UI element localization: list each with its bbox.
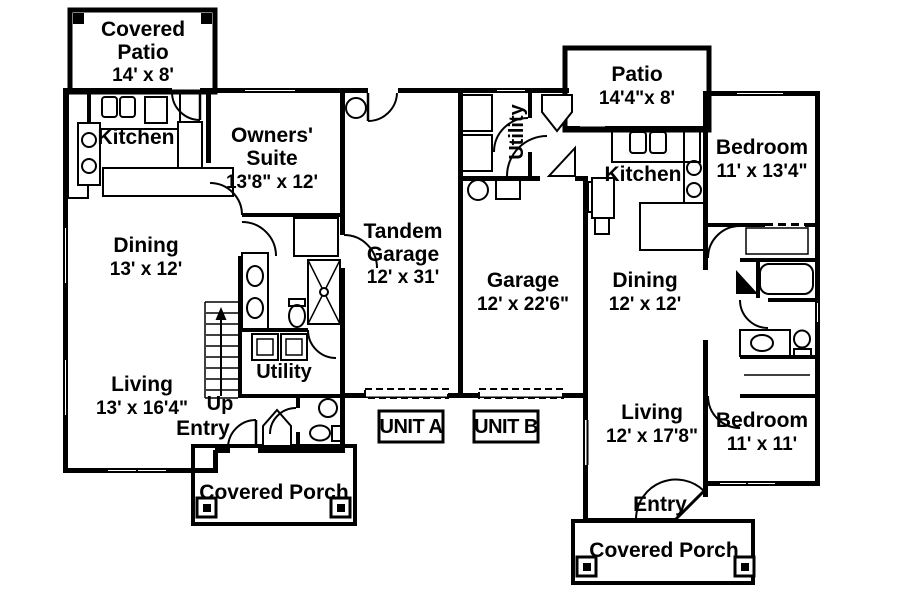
label-utility-b: Utility — [506, 103, 528, 159]
label-dining-b: Dining — [612, 269, 677, 292]
kitchen-a-fixtures — [67, 92, 234, 199]
patio-b-structure — [562, 45, 712, 133]
label-up: Up — [207, 393, 234, 415]
utility-a-fixtures — [251, 333, 308, 361]
entry-closet-a — [262, 408, 292, 447]
label-covered-patio-a-2: Patio — [117, 41, 168, 64]
label-owners-suite-1: Owners' — [231, 124, 313, 147]
dim-tandem-garage: 12' x 31' — [367, 267, 439, 288]
unit-label-boxes — [377, 409, 540, 444]
bath-b-fixtures — [736, 263, 814, 358]
powder-room-a-fixtures — [309, 398, 342, 442]
dim-garage-b: 12' x 22'6" — [477, 294, 569, 315]
dim-dining-a: 13' x 12' — [110, 259, 182, 280]
label-utility-a: Utility — [256, 361, 312, 383]
garage-doors — [364, 388, 564, 399]
interior-walls — [206, 93, 819, 448]
label-bedroom-front: Bedroom — [716, 136, 808, 159]
label-tandem-garage-1: Tandem — [364, 220, 443, 243]
label-garage-b: Garage — [487, 269, 559, 292]
dim-bedroom-front: 11' x 13'4" — [717, 161, 808, 182]
label-covered-patio-a-1: Covered — [101, 18, 185, 41]
dim-living-a: 13' x 16'4" — [96, 398, 188, 419]
label-living-b: Living — [621, 401, 683, 424]
label-patio-b: Patio — [611, 63, 662, 86]
dim-owners-suite: 13'8" x 12' — [226, 172, 318, 193]
room-labels: Covered Patio 14' x 8' Kitchen Owners' S… — [96, 18, 808, 562]
kitchen-b-fixtures — [591, 127, 708, 251]
covered-porch-b-structure — [571, 519, 756, 585]
doors — [171, 92, 769, 521]
dim-covered-patio-a: 14' x 8' — [112, 65, 174, 86]
label-bedroom-rear: Bedroom — [716, 409, 808, 432]
label-kitchen-a: Kitchen — [97, 126, 174, 149]
label-living-a: Living — [111, 373, 173, 396]
covered-porch-a-structure — [191, 444, 357, 526]
label-entry-b: Entry — [633, 493, 687, 516]
dim-dining-b: 12' x 12' — [609, 294, 681, 315]
stairs-up-arrow-icon — [215, 307, 227, 320]
bedroom-closets-b — [744, 223, 810, 376]
label-covered-porch-b: Covered Porch — [589, 539, 738, 562]
label-kitchen-b: Kitchen — [604, 163, 681, 186]
label-unit-a: UNIT A — [380, 416, 443, 438]
label-owners-suite-2: Suite — [246, 147, 297, 170]
dim-patio-b: 14'4"x 8' — [599, 88, 675, 109]
dim-living-b: 12' x 17'8" — [606, 426, 698, 447]
label-unit-b: UNIT B — [474, 416, 538, 438]
label-dining-a: Dining — [113, 234, 178, 257]
dim-bedroom-rear: 11' x 11' — [727, 434, 797, 455]
label-entry-a: Entry — [176, 417, 230, 440]
exterior-walls — [63, 88, 820, 523]
owners-bath-fixtures — [241, 217, 341, 331]
covered-patio-a-structure — [67, 7, 218, 95]
staircase — [204, 301, 238, 399]
label-tandem-garage-2: Garage — [367, 243, 439, 266]
utility-b-fixtures — [461, 94, 576, 177]
label-covered-porch-a: Covered Porch — [199, 481, 348, 504]
